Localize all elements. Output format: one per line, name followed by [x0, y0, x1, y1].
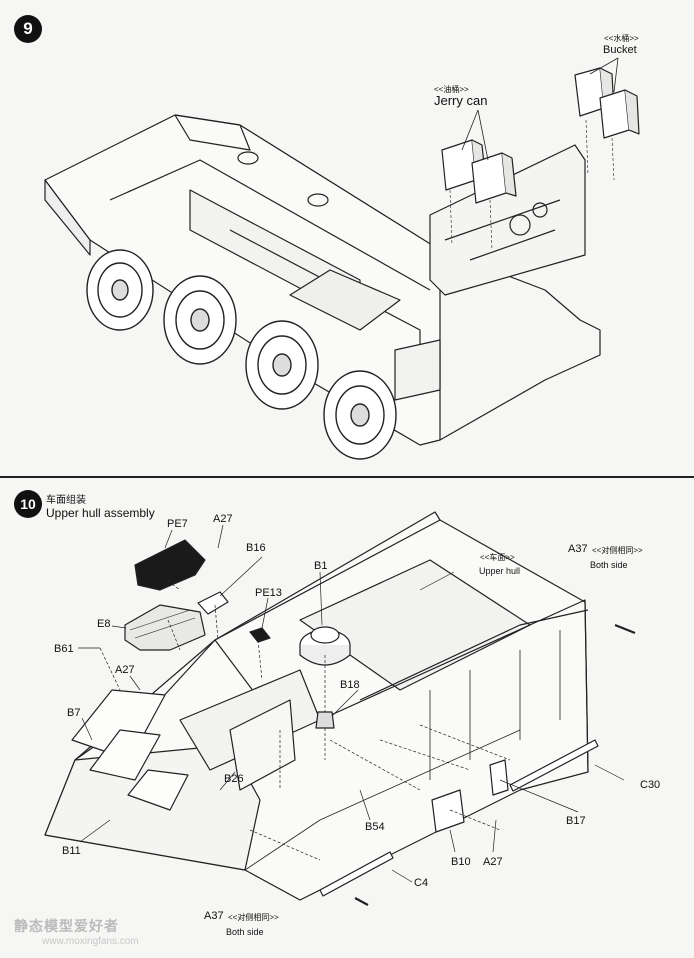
- a37-right-cn-label: <<对侧相同>>: [592, 546, 643, 555]
- part-label-a27-left: A27: [115, 664, 135, 676]
- part-label-e8: E8: [97, 618, 111, 630]
- jerry-can-cn-label: <<油桶>>: [434, 85, 469, 94]
- part-label-b61: B61: [54, 643, 74, 655]
- part-label-b18: B18: [340, 679, 360, 691]
- a37-bottom-cn-label: <<对侧相同>>: [228, 913, 279, 922]
- step-divider: [0, 476, 694, 478]
- part-label-b54: B54: [365, 821, 385, 833]
- watermark-url: www.moxingfans.com: [42, 936, 139, 947]
- part-label-b16: B16: [246, 542, 266, 554]
- part-label-b1: B1: [314, 560, 328, 572]
- part-label-b7: B7: [67, 707, 81, 719]
- step10-number-badge: 10: [14, 490, 42, 518]
- part-label-a27-bottom: A27: [483, 856, 503, 868]
- part-label-b17: B17: [566, 815, 586, 827]
- part-label-b10: B10: [451, 856, 471, 868]
- part-label-b26: B26: [224, 773, 244, 785]
- part-label-c30: C30: [640, 779, 661, 791]
- upper-hull-cn-label: <<车面>>: [480, 553, 515, 562]
- part-label-a37-bottom: A37: [204, 910, 224, 922]
- step10-title-en: Upper hull assembly: [46, 506, 155, 520]
- bucket-label: Bucket: [603, 44, 637, 56]
- both-side-bottom-label: Both side: [226, 927, 264, 937]
- step9-number-badge: 9: [14, 15, 42, 43]
- watermark-text: 静态模型爱好者: [14, 918, 119, 934]
- part-label-c4: C4: [414, 877, 429, 889]
- jerry-can-label: Jerry can: [434, 93, 488, 108]
- both-side-right-label: Both side: [590, 560, 628, 570]
- step10-title-cn: 车面组装: [46, 495, 86, 506]
- bucket-cn-label: <<水桶>>: [604, 34, 639, 43]
- part-label-b11: B11: [62, 845, 81, 857]
- upper-hull-label: Upper hull: [479, 566, 521, 576]
- part-label-pe7: PE7: [167, 518, 188, 530]
- part-label-a37-right: A37: [568, 543, 588, 555]
- part-label-pe13: PE13: [255, 587, 282, 599]
- part-label-a27-top: A27: [213, 513, 233, 525]
